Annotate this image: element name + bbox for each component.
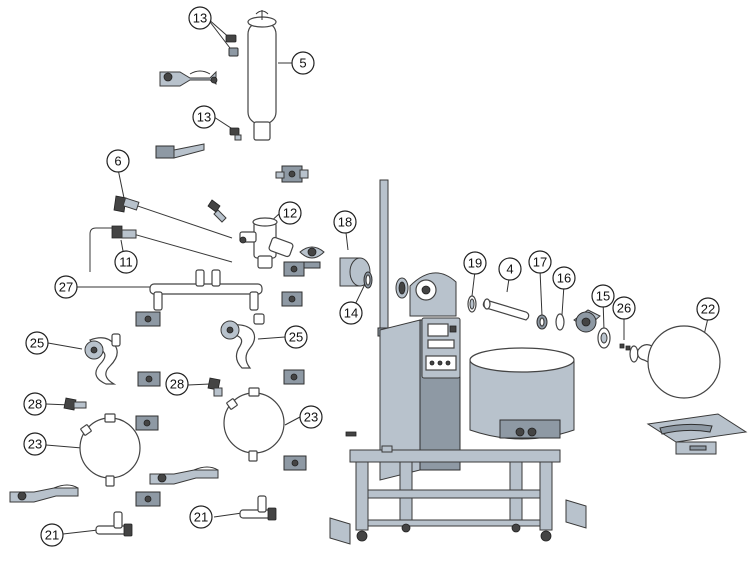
flange-part-15 [573,309,611,349]
knuckle-clamp-right-1 [283,261,305,277]
stopcock-part-28-left [63,397,87,411]
small-valve [207,199,227,223]
callout-label-25-right: 25 [289,330,303,345]
callout-17: 17 [528,250,552,274]
small-clamp-top [155,143,205,159]
callout-label-13-top: 13 [193,11,207,26]
knuckle-clamp-low-3 [135,491,161,507]
stopcock-part-28-right [207,377,223,397]
callout-12: 12 [278,201,302,225]
callout-label-15: 15 [596,289,610,304]
stopcock-adapter-part-21-left [95,511,133,537]
callout-label-6: 6 [114,154,121,169]
condenser-clamp [159,70,218,87]
bent-adapter-part-25-left [84,333,121,385]
callout-25-right: 25 [284,325,308,349]
callout-26: 26 [612,296,636,320]
knuckle-clamp-low-2 [283,455,307,471]
bent-adapter-part-25-right [220,313,265,369]
callout-28-right: 28 [165,372,189,396]
callout-23-left: 23 [23,432,47,456]
seal-part-19 [467,295,477,313]
knuckle-clamp-right-2 [281,291,303,307]
distribution-head-part-12 [239,217,294,269]
callout-23-right: 23 [299,405,323,429]
feed-tube-part-11 [89,225,233,272]
callout-label-18: 18 [338,215,352,230]
callout-4: 4 [498,257,522,281]
callout-label-12: 12 [283,206,297,221]
callout-5: 5 [291,51,315,75]
callout-11: 11 [114,250,138,274]
seal-housing-part-18 [339,257,371,287]
callout-16: 16 [552,266,576,290]
vapor-tube-part-4 [482,298,530,321]
callout-label-21-right: 21 [194,510,208,525]
hose-fitting-13-top [225,34,239,57]
callout-19: 19 [463,251,487,275]
callout-27: 27 [54,275,78,299]
callout-6: 6 [106,149,130,173]
knuckle-clamp-right-3 [283,369,305,385]
callout-label-26: 26 [617,301,631,316]
flask-clamp-middle [149,466,219,485]
stopcock-adapter-part-21-right [239,495,277,521]
callout-label-11: 11 [119,255,133,270]
callout-label-14: 14 [344,306,358,321]
flange-ring [395,277,409,299]
o-ring-part-16 [555,313,565,331]
thermo-probe-part-6 [113,195,233,239]
seal-part-17 [536,314,548,330]
callout-label-16: 16 [557,271,571,286]
flask-holder-ring [646,413,748,455]
callout-label-28-left: 28 [28,397,42,412]
condenser-part-5 [247,10,277,141]
knuckle-clamp-low-1 [135,415,159,431]
callout-13-bottom: 13 [192,105,216,129]
receiving-flask-part-23-right [223,387,285,462]
callout-label-28-right: 28 [170,377,184,392]
clip-part-26 [619,343,639,363]
callout-22: 22 [696,297,720,321]
callout-label-25-left: 25 [30,336,44,351]
callout-14: 14 [339,301,363,325]
callout-label-27: 27 [59,280,73,295]
knuckle-clamp-mid [299,246,325,269]
callout-label-23-right: 23 [304,410,318,425]
callout-13-top: 13 [188,6,212,30]
callout-label-22: 22 [701,302,715,317]
callout-15: 15 [591,284,615,308]
callout-label-17: 17 [533,255,547,270]
knuckle-clamp-mid-2 [137,371,161,387]
main-unit [329,179,587,545]
callout-label-19: 19 [468,256,482,271]
callout-28-left: 28 [23,392,47,416]
callout-label-13-bottom: 13 [197,110,211,125]
knuckle-clamp-mid-left [135,311,161,327]
callout-label-4: 4 [506,262,513,277]
manifold-part-27 [149,269,263,311]
o-ring-part-14 [363,271,373,289]
callout-18: 18 [333,210,357,234]
receiving-flask-part-23-left [79,413,141,487]
callout-25-left: 25 [25,331,49,355]
hose-fitting-13-bottom [229,127,242,141]
callout-label-23-left: 23 [28,437,42,452]
knuckle-clamp-top-right [275,165,309,183]
flask-clamp-left [9,484,79,503]
callout-label-5: 5 [299,56,306,71]
callout-21-left: 21 [40,523,64,547]
evaporating-flask-part-22 [637,325,721,399]
callout-21-right: 21 [189,505,213,529]
callout-label-21-left: 21 [45,528,59,543]
